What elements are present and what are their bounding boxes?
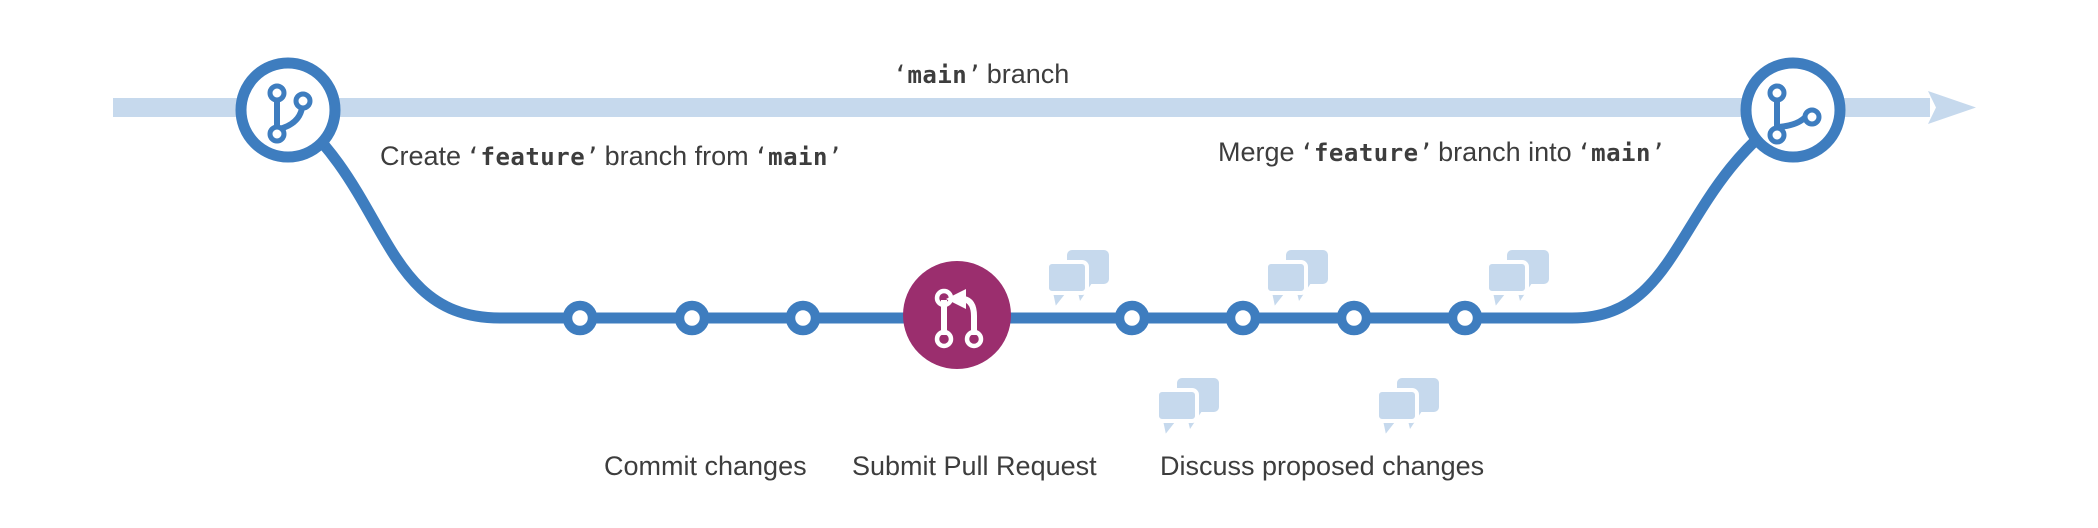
code-main: ‘main’ xyxy=(753,143,843,171)
commit-node xyxy=(1336,300,1372,336)
commit-node xyxy=(1447,300,1483,336)
commit-node xyxy=(1114,300,1150,336)
merge-point-circle xyxy=(1740,57,1846,163)
commit-node xyxy=(562,300,598,336)
chat-bubbles-icon xyxy=(1375,376,1441,439)
pull-request-icon xyxy=(934,288,984,349)
arrow-right-icon xyxy=(1928,91,1976,124)
code-main: ‘main’ xyxy=(893,61,982,89)
commit-node xyxy=(785,300,821,336)
commit-node xyxy=(1225,300,1261,336)
code-feature: ‘feature’ xyxy=(466,143,600,171)
merge-point-node xyxy=(1740,57,1846,163)
git-branch-icon xyxy=(267,83,313,144)
branch-point-circle xyxy=(235,57,341,163)
pull-request-node-circle xyxy=(903,261,1011,369)
merge-feature-branch-label: Merge‘feature’branch into‘main’ xyxy=(1218,137,1666,167)
chat-bubbles-icon xyxy=(1485,248,1551,311)
feature-branch-line xyxy=(284,105,1797,324)
discuss-proposed-changes-label: Discuss proposed changes xyxy=(1160,451,1485,481)
commit-node xyxy=(674,300,710,336)
main-branch-label: ‘main’branch xyxy=(888,59,1069,90)
commit-changes-label: Commit changes xyxy=(604,451,807,481)
pull-request-node xyxy=(903,261,1011,369)
code-feature: ‘feature’ xyxy=(1299,139,1434,167)
create-feature-branch-label: Create‘feature’branch from‘main’ xyxy=(380,141,843,171)
code-main: ‘main’ xyxy=(1576,139,1666,167)
chat-bubbles-icon xyxy=(1155,376,1221,439)
main-branch-line xyxy=(113,98,1930,117)
branch-point-node xyxy=(235,57,341,163)
main-branch-label-text: branch xyxy=(986,59,1070,89)
chat-bubbles-icon xyxy=(1045,248,1111,311)
git-merge-icon xyxy=(1767,83,1822,145)
submit-pull-request-label: Submit Pull Request xyxy=(852,451,1097,481)
chat-bubbles-icon xyxy=(1264,248,1330,311)
